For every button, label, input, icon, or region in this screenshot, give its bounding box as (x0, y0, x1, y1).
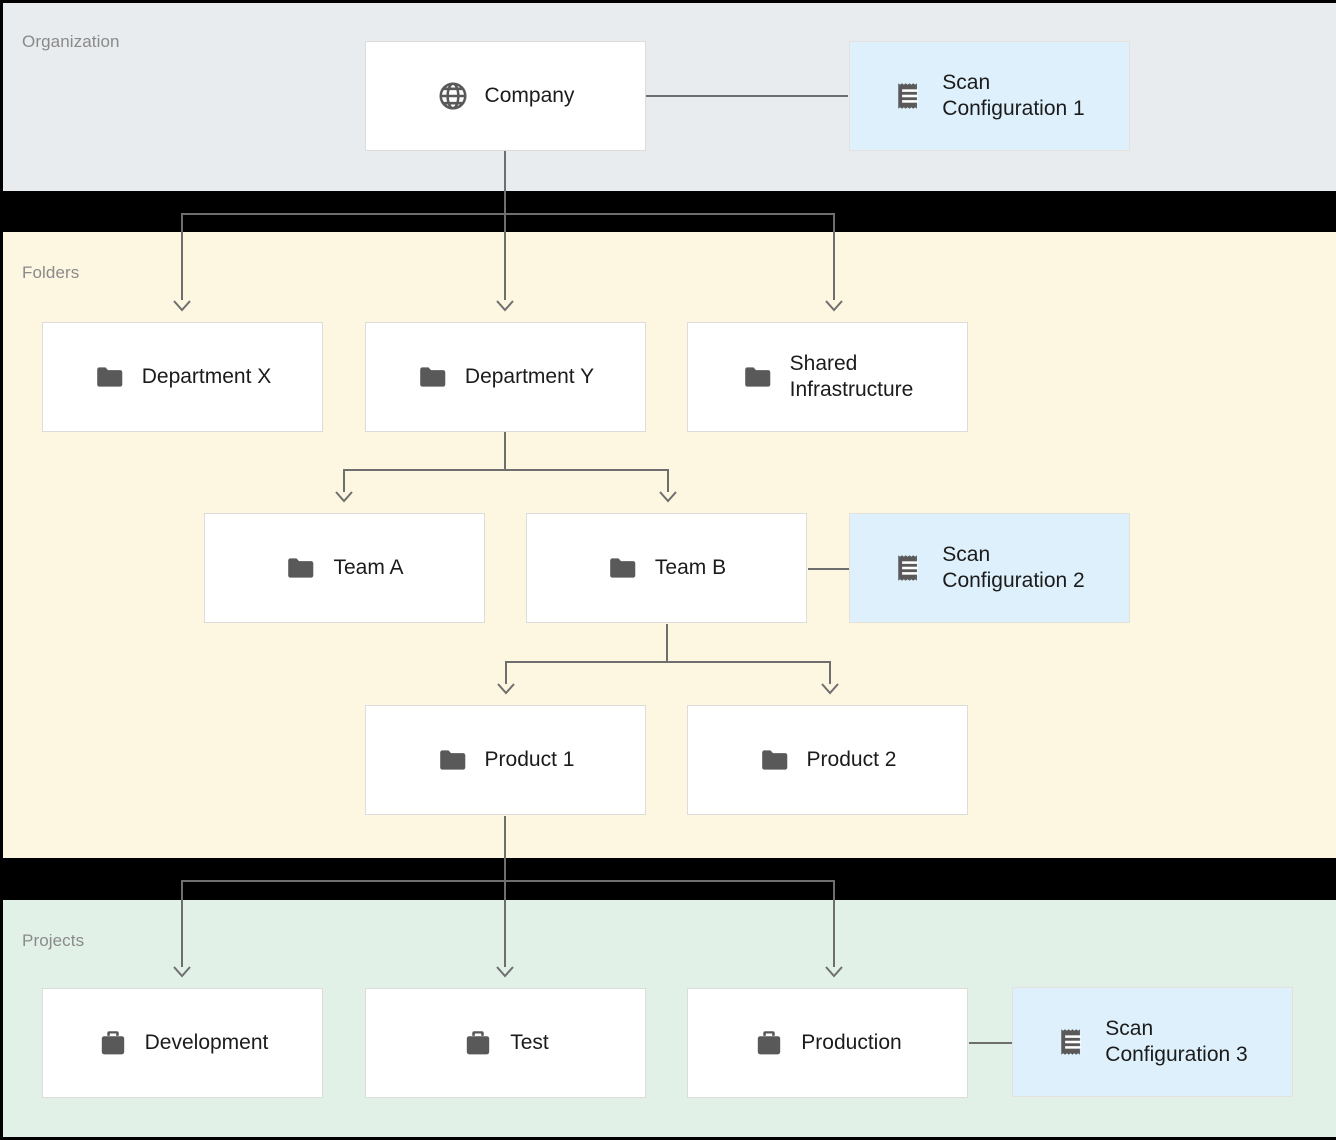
edge-team-b-to-scan-config-2 (808, 568, 849, 570)
node-company[interactable]: Company (365, 41, 646, 151)
node-label-company: Company (484, 84, 575, 107)
globe-icon (437, 80, 469, 112)
arrowhead-production (825, 966, 843, 978)
edge-company-trunk (504, 151, 506, 214)
section-label-projects: Projects (22, 931, 85, 950)
edge-product-1-bus (181, 880, 835, 882)
edge-department-y-trunk (504, 432, 506, 470)
section-label-folders: Folders (22, 263, 80, 282)
node-label-department-x: Department X (141, 365, 272, 388)
briefcase-icon (753, 1027, 785, 1059)
node-development[interactable]: Development (42, 988, 323, 1098)
node-production[interactable]: Production (687, 988, 968, 1098)
folder-icon (417, 361, 449, 393)
edge-team-b-drop-product-1 (505, 661, 507, 684)
node-label-production: Production (801, 1031, 902, 1054)
node-product-2[interactable]: Product 2 (687, 705, 968, 815)
node-shared-infrastructure[interactable]: Shared Infrastructure (687, 322, 968, 432)
folder-icon (437, 744, 469, 776)
edge-company-drop-shared-infrastructure (833, 213, 835, 300)
edge-department-y-drop-team-a (343, 469, 345, 492)
receipt-icon (1057, 1026, 1089, 1058)
node-label-product-2: Product 2 (806, 748, 897, 771)
node-scan-config-3[interactable]: Scan Configuration 3 (1012, 987, 1293, 1097)
folder-icon (742, 361, 774, 393)
edge-company-drop-department-x (181, 213, 183, 300)
node-label-shared-infrastructure: Shared Infrastructure (789, 352, 914, 401)
edge-team-b-drop-product-2 (829, 661, 831, 684)
node-scan-config-1[interactable]: Scan Configuration 1 (849, 41, 1130, 151)
node-label-team-b: Team B (654, 556, 727, 579)
node-label-scan-config-1: Scan Configuration 1 (942, 71, 1085, 120)
edge-company-drop-department-y (504, 213, 506, 300)
edge-product-1-drop-test (504, 880, 506, 967)
arrowhead-department-y (496, 300, 514, 312)
receipt-icon (894, 552, 926, 584)
node-test[interactable]: Test (365, 988, 646, 1098)
arrowhead-department-x (173, 300, 191, 312)
edge-product-1-trunk (504, 816, 506, 881)
node-label-team-a: Team A (333, 556, 404, 579)
edge-team-b-bus (505, 661, 831, 663)
edge-production-to-scan-config-3 (969, 1042, 1013, 1044)
edge-department-y-drop-team-b (667, 469, 669, 492)
node-team-a[interactable]: Team A (204, 513, 485, 623)
folder-icon (607, 552, 639, 584)
folder-icon (285, 552, 317, 584)
node-label-product-1: Product 1 (484, 748, 575, 771)
node-label-scan-config-2: Scan Configuration 2 (942, 543, 1085, 592)
edge-team-b-trunk (666, 624, 668, 662)
node-label-department-y: Department Y (464, 365, 595, 388)
node-label-scan-config-3: Scan Configuration 3 (1105, 1017, 1248, 1066)
section-label-organization: Organization (22, 32, 120, 51)
arrowhead-test (496, 966, 514, 978)
node-team-b[interactable]: Team B (526, 513, 807, 623)
briefcase-icon (97, 1027, 129, 1059)
receipt-icon (894, 80, 926, 112)
node-product-1[interactable]: Product 1 (365, 705, 646, 815)
arrowhead-team-a (335, 491, 353, 503)
folder-icon (759, 744, 791, 776)
briefcase-icon (462, 1027, 494, 1059)
edge-department-y-bus (343, 469, 669, 471)
edge-product-1-drop-production (833, 880, 835, 967)
arrowhead-product-1 (497, 683, 515, 695)
folder-icon (94, 361, 126, 393)
node-label-development: Development (144, 1031, 269, 1054)
arrowhead-shared-infrastructure (825, 300, 843, 312)
arrowhead-product-2 (821, 683, 839, 695)
arrowhead-development (173, 966, 191, 978)
node-scan-config-2[interactable]: Scan Configuration 2 (849, 513, 1130, 623)
edge-company-to-scan-config-1 (646, 95, 848, 97)
edge-company-bus (181, 213, 835, 215)
node-label-test: Test (510, 1031, 549, 1054)
node-department-x[interactable]: Department X (42, 322, 323, 432)
edge-product-1-drop-development (181, 880, 183, 967)
node-department-y[interactable]: Department Y (365, 322, 646, 432)
arrowhead-team-b (659, 491, 677, 503)
section-organization (3, 3, 1336, 191)
